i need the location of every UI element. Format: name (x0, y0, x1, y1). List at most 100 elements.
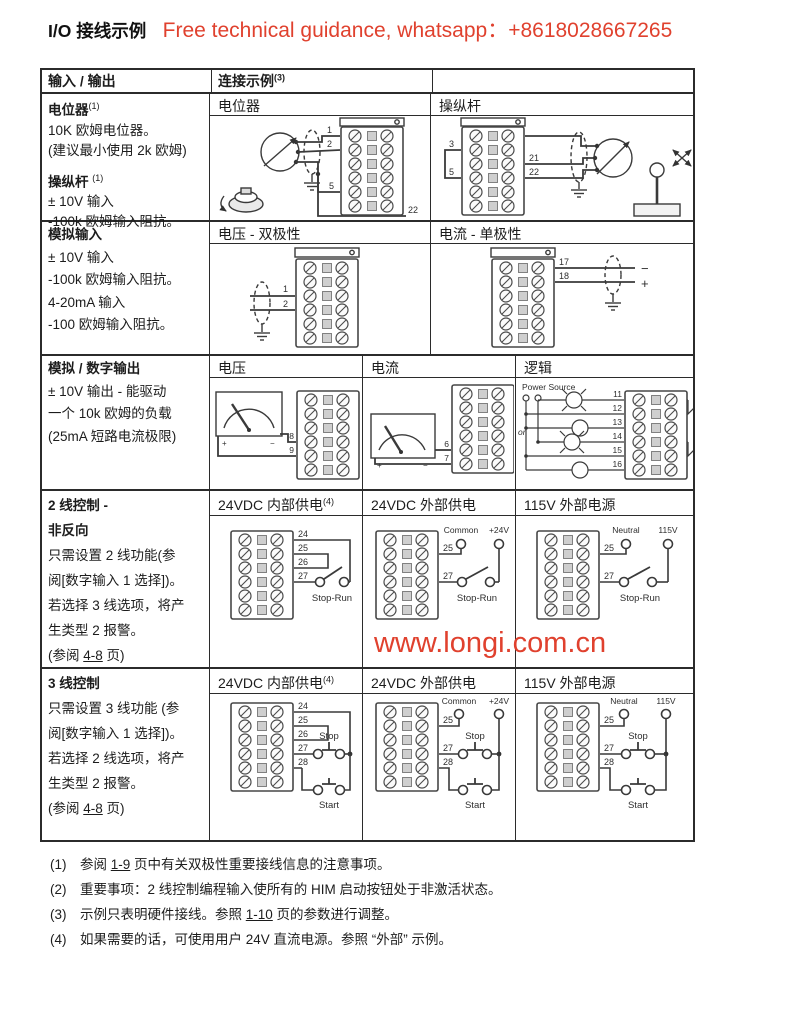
subheader-joystick: 操纵杆 (439, 98, 481, 114)
stop-label: Stop (319, 731, 339, 742)
footnote-2: (2) 重要事项：2 线控制编程输入使所有的 HIM 启动按钮处于非激活状态。 (50, 882, 502, 897)
subheader-24vdc-internal: 24VDC 内部供电(4) (210, 491, 363, 515)
footnote-ref: (4) (323, 496, 335, 507)
terminal-block (376, 531, 438, 619)
terminal-number: 11 (613, 389, 622, 399)
desc-line: 10K 欧姆电位器。 (48, 122, 157, 138)
start-label: Start (628, 800, 648, 811)
desc-line: (参阅 4-8 页) (48, 801, 125, 816)
wiring-art (522, 388, 693, 479)
header-spacer (433, 70, 693, 92)
3wire-internal-diagram: 24 25 26 27 28 Stop Start (210, 701, 353, 811)
terminal-number: 5 (329, 181, 334, 191)
terminal-number: 28 (604, 757, 614, 767)
page-ref: 4-8 (83, 801, 103, 816)
subheader-potentiometer: 电位器 (210, 94, 431, 115)
table-header-row: 输入 / 输出 连接示例(3) (42, 70, 693, 92)
subheader-current-unipolar: 电流 - 单极性 (439, 226, 522, 242)
terminal-number: 13 (613, 417, 623, 427)
page-ref: 1-10 (245, 907, 273, 922)
terminal-block (231, 703, 293, 791)
terminal-number: 7 (444, 453, 449, 463)
terminal-number: 24 (298, 701, 308, 711)
footnote-ref: (3) (274, 72, 285, 83)
diagram-current-output: + − 6 7 (363, 378, 516, 490)
switch-label: Stop-Run (312, 593, 352, 604)
wiring-art (294, 711, 353, 796)
terminal-number: 14 (613, 431, 623, 441)
page-ref: 4-8 (83, 648, 103, 663)
diagram-2wire-115v: 25 27 Neutral 115V Stop-Run (516, 516, 693, 667)
terminal-block (296, 259, 358, 347)
stop-label: Stop (465, 731, 485, 742)
cell-desc-3wire: 3 线控制 只需设置 3 线功能 (参 阅[数字输入 1 选择])。 若选择 2… (42, 669, 210, 840)
polarity-plus: + (377, 461, 382, 470)
voltage-bipolar-diagram: 1 2 (250, 247, 360, 355)
diagram-joystick: 3 5 21 22 (431, 116, 693, 221)
polarity-plus: + (222, 439, 227, 448)
diagram-voltage-output: + − 8 9 (210, 378, 363, 490)
terminal-number: 18 (559, 271, 569, 281)
terminal-number: 22 (529, 167, 539, 177)
terminal-number: 16 (613, 459, 623, 469)
start-label: Start (465, 800, 485, 811)
desc-title: 模拟 / 数字输出 (48, 361, 141, 376)
terminal-number: 25 (604, 715, 614, 725)
desc-line: 生类型 2 报警。 (48, 623, 145, 638)
footnote-3: (3) 示例只表明硬件接线。参照 1-10 页的参数进行调整。 (50, 907, 399, 922)
115v-label: 115V (656, 696, 676, 706)
terminal-number: 8 (289, 431, 294, 441)
desc-line: ± 10V 输出 - 能驱动 (48, 383, 167, 399)
polarity-minus: − (270, 439, 275, 448)
terminal-block (462, 127, 524, 215)
desc-line: ± 10V 输入 (48, 194, 114, 209)
cell-desc-potentiometer: 电位器(1) 10K 欧姆电位器。 (建议最小使用 2k 欧姆) 操纵杆 (1)… (42, 94, 210, 229)
desc-line: 生类型 2 报警。 (48, 776, 145, 791)
subheader-24vdc-external: 24VDC 外部供电 (363, 491, 516, 515)
voltage-output-diagram: + − 8 9 (215, 378, 361, 490)
row-potentiometer: 电位器(1) 10K 欧姆电位器。 (建议最小使用 2k 欧姆) 操纵杆 (1)… (42, 92, 693, 229)
common-label: Common (442, 696, 477, 706)
wiring-art (444, 117, 692, 217)
subheader-logic: 逻辑 (524, 360, 552, 376)
desc-line: (参阅 4-8 页) (48, 648, 125, 663)
terminal-block (492, 259, 554, 347)
footnote-1: (1) 参阅 1-9 页中有关双极性重要接线信息的注意事项。 (50, 857, 391, 872)
subheader-voltage: 电压 (210, 356, 363, 377)
terminal-block (231, 531, 293, 619)
wiring-art (250, 247, 360, 341)
wiring-art (294, 539, 351, 588)
terminal-number: 27 (298, 571, 308, 581)
subheader-24vdc-external: 24VDC 外部供电 (363, 669, 516, 693)
terminal-number: 21 (529, 153, 539, 163)
subheader-voltage-bipolar: 电压 - 双极性 (210, 222, 431, 243)
terminal-number: 24 (298, 529, 308, 539)
terminal-number: 27 (298, 743, 308, 753)
subheader-115v-external: 115V 外部电源 (524, 497, 616, 513)
polarity-plus: + (641, 276, 649, 291)
terminal-number: 2 (283, 299, 288, 309)
terminal-number: 25 (298, 715, 308, 725)
terminal-block (625, 391, 687, 479)
diagram-2wire-internal: 24 25 26 27 Stop-Run (210, 516, 363, 667)
diagram-3wire-external: 25 27 28 Common +24V Stop Start (363, 694, 516, 840)
terminal-number: 26 (298, 729, 308, 739)
footnote-ref: (4) (323, 674, 335, 685)
header-input-output: 输入 / 输出 (42, 70, 212, 92)
desc-title: 2 线控制 - (48, 498, 109, 513)
2wire-115v-diagram: 25 27 Neutral 115V Stop-Run (516, 525, 678, 667)
cell-desc-2wire: 2 线控制 - 非反向 只需设置 2 线功能(参 阅[数字输入 1 选择])。 … (42, 491, 210, 667)
terminal-number: 28 (298, 757, 308, 767)
potentiometer-wiring-diagram: 1 2 5 22 (219, 117, 418, 217)
diagram-voltage-bipolar: 1 2 (210, 244, 431, 355)
footnote-4: (4) 如果需要的话，可使用用户 24V 直流电源。参照 “外部” 示例。 (50, 932, 453, 947)
terminal-number: 22 (408, 205, 418, 215)
terminal-number: 17 (559, 257, 569, 267)
terminal-number: 15 (613, 445, 623, 455)
subheader-24vdc-internal: 24VDC 内部供电(4) (210, 669, 363, 693)
terminal-number: 25 (604, 543, 614, 553)
desc-line: 一个 10k 欧姆的负载 (48, 406, 172, 421)
watermark-banner: Free technical guidance, whatsapp：+86180… (162, 19, 673, 42)
io-wiring-table: 输入 / 输出 连接示例(3) 电位器(1) 10K 欧姆电位器。 (建议最小使… (40, 68, 695, 842)
